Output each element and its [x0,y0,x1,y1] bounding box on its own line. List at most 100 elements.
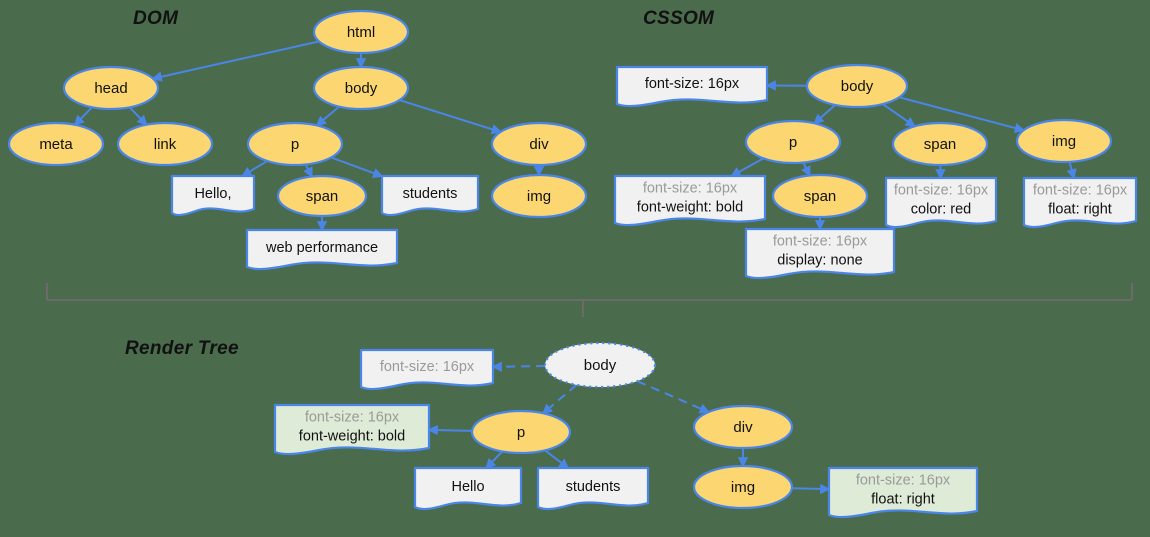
node-shape-body [312,65,410,111]
note-shape-r_prule [273,403,431,456]
note-line-c_prule-1: font-weight: bold [637,199,743,215]
node-span[interactable]: span [276,174,368,218]
node-label-r_p: p [517,424,525,441]
note-shape-c_span2rule [744,227,896,280]
node-hello[interactable]: Hello, [170,174,256,217]
node-students[interactable]: students [380,174,480,217]
node-c_span2rule[interactable]: font-size: 16px display: none [744,227,896,280]
edge-c_p-to-c_span2 [801,162,811,177]
node-label-p: p [291,136,299,153]
node-shape-span [276,174,368,218]
node-html[interactable]: html [312,9,410,55]
node-c_bodyrule[interactable]: font-size: 16px [615,65,769,108]
node-link[interactable]: link [116,121,214,167]
node-c_img[interactable]: img [1015,118,1113,164]
edge-c_body-to-c_img [898,96,1026,134]
node-shape-c_p [744,119,842,165]
node-label-r_img: img [731,479,755,496]
note-line-c_imgrule-0: font-size: 16px [1033,182,1128,198]
node-div[interactable]: div [490,121,588,167]
edge-r_p-to-r_prule [427,424,473,436]
node-label-img: img [527,188,551,205]
note-line-r_prule-0: font-size: 16px [305,409,400,425]
edge-body-to-div [399,99,503,135]
note-line-c_spanrule-1: color: red [911,201,971,217]
edge-c_img-to-c_imgrule [1066,161,1077,180]
section-title-dom: DOM [133,8,179,29]
edge-r_p-to-r_students [544,449,570,469]
node-r_bodyrule[interactable]: font-size: 16px [359,348,495,391]
node-label-c_span: span [924,136,957,153]
node-c_span2[interactable]: span [771,173,869,219]
note-shape-c_spanrule [884,176,998,229]
edge-c_body-to-c_span [882,103,916,128]
node-img[interactable]: img [490,173,588,219]
note-line-c_bodyrule-0: font-size: 16px [645,76,740,92]
node-c_span[interactable]: span [891,121,989,167]
note-label-r_hello: Hello [451,479,484,495]
node-shape-r_p [470,409,572,455]
node-r_body[interactable]: body [543,341,657,389]
node-label-body: body [345,80,378,97]
node-c_imgrule[interactable]: font-size: 16px float: right [1022,176,1138,229]
node-label-r_body: body [584,357,617,374]
note-shape-hello [170,174,256,217]
node-shape-r_body [543,341,657,389]
note-line-c_span2rule-1: display: none [777,252,862,268]
note-shape-webperf [245,228,399,271]
node-shape-img [490,173,588,219]
node-shape-p [246,121,344,167]
note-shape-r_imgrule [827,466,979,519]
note-line-r_prule-1: font-weight: bold [299,428,405,444]
section-title-cssom: CSSOM [643,8,715,29]
note-label-students: students [403,186,458,202]
node-c_p[interactable]: p [744,119,842,165]
node-r_imgrule[interactable]: font-size: 16px float: right [827,466,979,519]
node-r_p[interactable]: p [470,409,572,455]
node-label-link: link [154,136,177,153]
node-r_prule[interactable]: font-size: 16px font-weight: bold [273,403,431,456]
node-meta[interactable]: meta [7,121,105,167]
edge-p-to-span [303,163,313,178]
node-r_hello[interactable]: Hello [413,466,523,511]
node-label-c_p: p [789,134,797,151]
note-label-hello: Hello, [194,186,231,202]
edge-r_p-to-r_hello [485,450,504,470]
node-shape-meta [7,121,105,167]
note-shape-c_imgrule [1022,176,1138,229]
edge-r_img-to-r_imgrule [791,483,831,495]
node-body[interactable]: body [312,65,410,111]
edge-head-to-meta [73,106,93,126]
node-shape-c_span [891,121,989,167]
edge-p-to-students [330,156,384,179]
node-label-div: div [529,136,549,153]
node-label-r_div: div [733,419,753,436]
node-shape-r_img [692,464,794,510]
edge-r_body-to-r_div [636,380,710,414]
node-r_img[interactable]: img [692,464,794,510]
node-head[interactable]: head [62,65,160,111]
node-c_body[interactable]: body [805,63,909,109]
note-shape-r_bodyrule [359,348,495,391]
section-divider [46,283,1133,317]
edge-r_body-to-r_bodyrule [491,361,546,372]
node-label-c_span2: span [804,188,837,205]
node-shape-c_img [1015,118,1113,164]
node-label-head: head [94,80,127,97]
node-r_students[interactable]: students [536,466,650,511]
note-line-c_span2rule-0: font-size: 16px [773,233,868,249]
node-label-span: span [306,188,339,205]
node-p[interactable]: p [246,121,344,167]
edge-body-to-p [315,105,340,127]
note-line-r_imgrule-1: float: right [871,491,935,507]
edge-c_body-to-c_p [813,104,837,125]
node-webperf[interactable]: web performance [245,228,399,271]
note-line-r_imgrule-0: font-size: 16px [856,472,951,488]
note-line-c_imgrule-1: float: right [1048,201,1112,217]
node-r_div[interactable]: div [692,404,794,450]
